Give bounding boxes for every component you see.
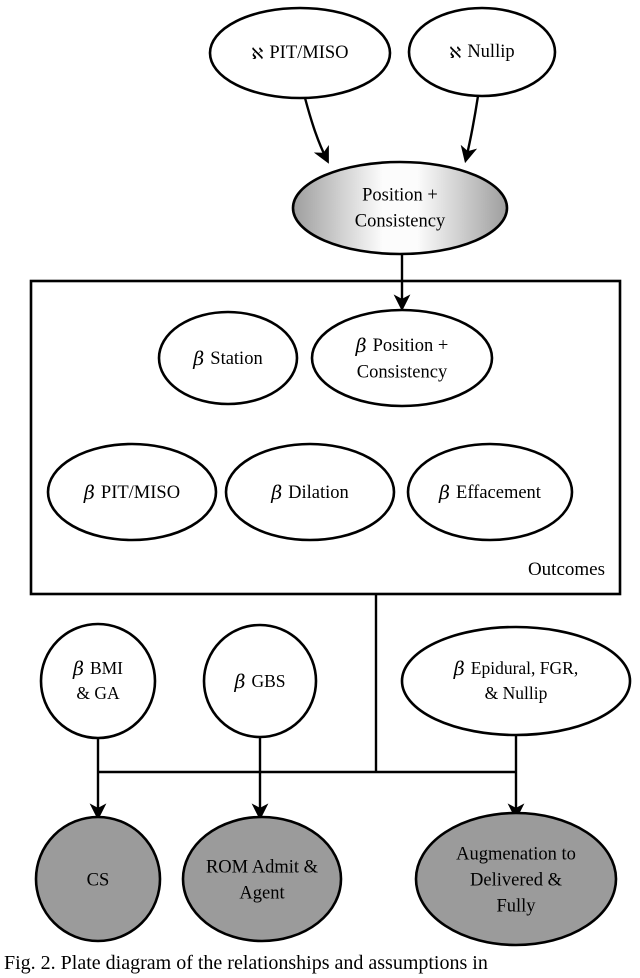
beta-icon: β bbox=[355, 335, 367, 357]
beta-icon: β bbox=[270, 482, 282, 504]
node-beta-bmi-ga-shape bbox=[39, 622, 157, 740]
node-beta-effacement-shape bbox=[406, 442, 574, 542]
node-augmenation-line1: Augmenation to bbox=[456, 844, 576, 864]
node-position-consistency[interactable]: Position + Consistency bbox=[291, 160, 509, 256]
node-rom-admit-agent[interactable]: ROM Admit & Agent bbox=[181, 815, 343, 943]
node-position-consistency-line2: Consistency bbox=[355, 211, 446, 231]
node-augmenation-line3: Fully bbox=[496, 896, 536, 916]
node-nullip-alpha-shape bbox=[407, 6, 557, 98]
node-cs-shape bbox=[34, 815, 162, 943]
node-beta-station-shape bbox=[157, 310, 299, 406]
node-augmenation-delivered-fully[interactable]: Augmenation to Delivered & Fully bbox=[414, 811, 618, 947]
node-cs-label: CS bbox=[87, 870, 110, 890]
beta-icon: β bbox=[453, 658, 465, 680]
node-beta-position-consistency-shape bbox=[310, 308, 494, 408]
beta-icon: β bbox=[192, 348, 204, 370]
aleph-icon: ℵ bbox=[449, 43, 461, 62]
beta-icon: β bbox=[438, 482, 450, 504]
node-beta-position-consistency-line2: Consistency bbox=[357, 362, 448, 382]
figure-caption: Fig. 2. Plate diagram of the relationshi… bbox=[4, 952, 488, 974]
node-position-consistency-line1: Position + bbox=[362, 185, 438, 205]
node-rom-admit-agent-line2: Agent bbox=[239, 883, 285, 903]
node-rom-admit-agent-shape bbox=[181, 815, 343, 943]
beta-icon: β bbox=[72, 658, 84, 680]
node-augmenation-line2: Delivered & bbox=[470, 870, 563, 890]
aleph-icon: ℵ bbox=[251, 44, 263, 63]
node-pit-miso-alpha-shape bbox=[208, 6, 392, 100]
node-beta-dilation-shape bbox=[224, 442, 396, 542]
plate-outcomes-box bbox=[29, 279, 622, 596]
node-cs[interactable]: CS bbox=[34, 815, 162, 943]
node-beta-epidural-line2: & Nullip bbox=[485, 683, 548, 703]
plate-outcomes-label: Outcomes bbox=[528, 559, 605, 580]
node-position-consistency-shape bbox=[291, 160, 509, 256]
node-rom-admit-agent-line1: ROM Admit & bbox=[206, 857, 319, 877]
beta-icon: β bbox=[233, 671, 245, 693]
node-beta-pit-miso-shape bbox=[46, 442, 218, 542]
edge-pit-miso-to-position bbox=[303, 97, 329, 164]
node-beta-bmi-ga-line2: & GA bbox=[76, 683, 120, 703]
beta-icon: β bbox=[83, 482, 95, 504]
edge-nullip-to-position bbox=[460, 95, 480, 164]
node-augmenation-shape bbox=[414, 811, 618, 947]
node-beta-epidural-fgr-nullip-shape bbox=[400, 625, 632, 737]
